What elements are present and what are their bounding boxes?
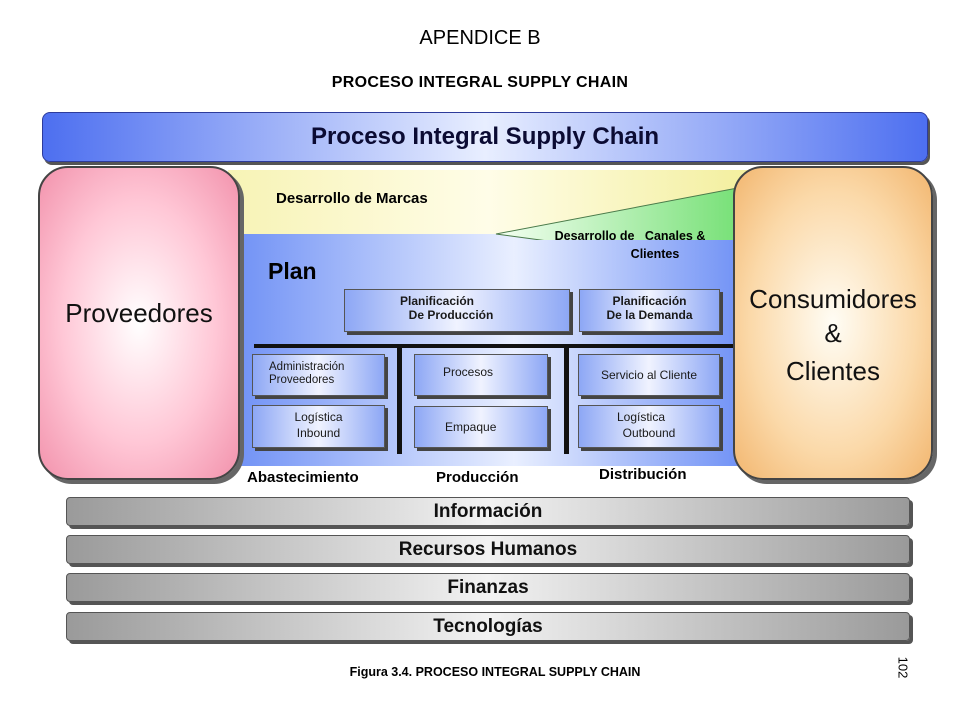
process-divider-2 (564, 348, 569, 454)
process-divider-horizontal (254, 344, 748, 348)
channels-line1: Desarrollo de Canales & (554, 229, 706, 243)
page-title: PROCESO INTEGRAL SUPPLY CHAIN (331, 74, 629, 91)
support-bar-informacion: Información (66, 497, 910, 526)
brand-stripe-label: Desarrollo de Marcas (276, 190, 428, 207)
inbound-line2: Inbound (296, 426, 341, 440)
support-bar-finanzas: Finanzas (66, 573, 910, 602)
planificacion-demanda-line1: Planificación (612, 294, 687, 308)
inbound-line1: Logística (294, 410, 343, 424)
procesos-box: Procesos (414, 354, 548, 396)
column-label-produccion: Producción (436, 469, 519, 486)
administracion-proveedores-box: Administración Proveedores (252, 354, 385, 396)
figure-caption: Figura 3.4. PROCESO INTEGRAL SUPPLY CHAI… (349, 665, 641, 679)
outbound-line2: Outbound (622, 426, 676, 440)
administracion-line1: Administración (269, 361, 345, 373)
support-bar-label: Tecnologías (433, 616, 543, 637)
process-divider-1 (397, 348, 402, 454)
channel-triangle (495, 185, 748, 240)
consumidores-line1: Consumidores (749, 284, 917, 314)
procesos-label: Procesos (443, 365, 494, 379)
channels-line2: Clientes (630, 247, 680, 261)
brand-channel-stripe (228, 170, 748, 240)
logistica-inbound-box: Logística Inbound (252, 405, 385, 448)
banner-proceso-integral: Proceso Integral Supply Chain (42, 112, 928, 162)
appendix-heading: APENDICE B (419, 27, 541, 49)
servicio-label: Servicio al Cliente (600, 368, 698, 382)
support-bar-recursos-humanos: Recursos Humanos (66, 535, 910, 564)
channels-label: Desarrollo de Canales & Clientes (532, 227, 728, 263)
page-number: 102 (895, 656, 911, 679)
support-bar-label: Finanzas (447, 577, 529, 598)
banner-label: Proceso Integral Supply Chain (310, 123, 660, 150)
proveedores-pill: Proveedores (38, 166, 240, 480)
consumidores-line3: Clientes (786, 356, 880, 386)
outbound-line1: Logística (616, 410, 666, 424)
support-bar-label: Recursos Humanos (398, 539, 578, 560)
consumidores-clientes-pill: Consumidores & Clientes (733, 166, 933, 480)
support-bar-label: Información (433, 501, 543, 522)
planificacion-produccion-line1: Planificación (399, 294, 475, 308)
column-label-abastecimiento: Abastecimiento (247, 469, 359, 486)
planificacion-demanda-line2: De la Demanda (606, 308, 693, 322)
empaque-label: Empaque (445, 420, 497, 434)
planificacion-produccion-line2: De Producción (408, 308, 494, 322)
planificacion-produccion-box: Planificación De Producción (344, 289, 570, 332)
column-label-distribucion: Distribución (599, 466, 687, 483)
planificacion-demanda-box: Planificación De la Demanda (579, 289, 720, 332)
proveedores-label: Proveedores (65, 298, 213, 328)
servicio-cliente-box: Servicio al Cliente (578, 354, 720, 396)
logistica-outbound-box: Logística Outbound (578, 405, 720, 448)
plan-label: Plan (268, 258, 317, 284)
consumidores-line2: & (824, 318, 842, 348)
support-bar-tecnologias: Tecnologías (66, 612, 910, 641)
empaque-box: Empaque (414, 406, 548, 448)
administracion-line2: Proveedores (269, 374, 335, 386)
